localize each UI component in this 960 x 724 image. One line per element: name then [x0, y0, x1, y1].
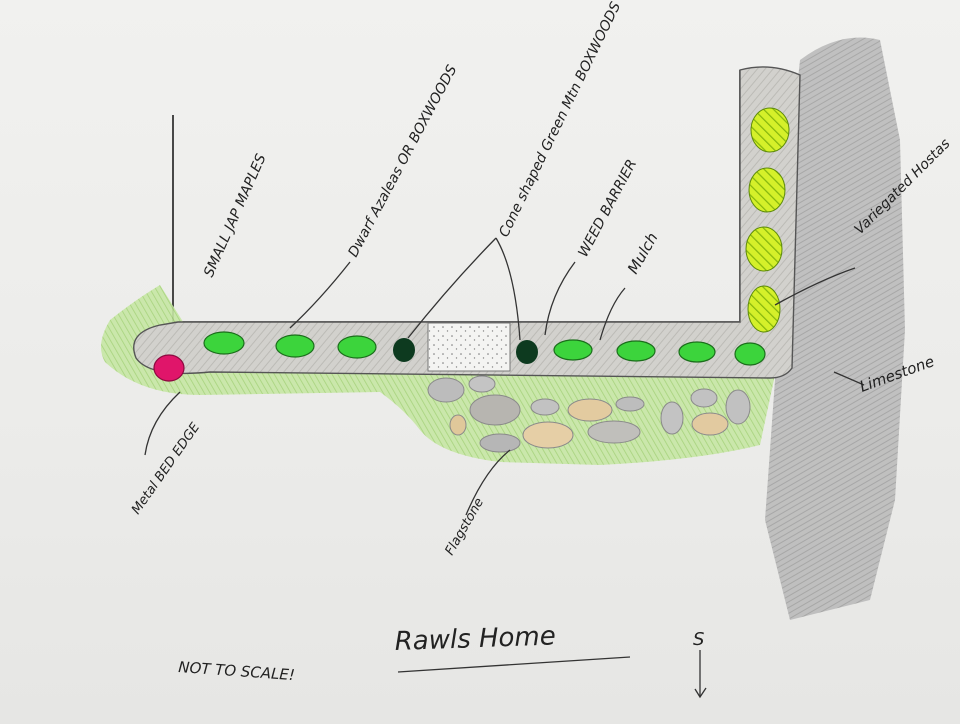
hosta [747, 285, 781, 333]
house-outline [172, 70, 741, 323]
japanese-maple [153, 354, 185, 382]
shrub [734, 342, 766, 366]
flagstone-path [427, 375, 751, 453]
cone-boxwood [393, 338, 415, 362]
shrub [678, 341, 716, 363]
label-not-to-scale: NOT TO SCALE! [178, 658, 296, 684]
limestone-wall [765, 37, 905, 620]
hosta [748, 167, 786, 213]
shrub [553, 339, 593, 361]
hosta-column [745, 107, 790, 333]
shrub [337, 335, 377, 359]
hosta [750, 107, 790, 153]
shrub [203, 331, 245, 355]
cone-boxwood [516, 340, 538, 364]
shrub [616, 340, 656, 362]
shrub [275, 334, 315, 358]
label-mulch: Mulch [624, 230, 662, 277]
weed-barrier-area [427, 322, 511, 372]
label-south: S [693, 629, 704, 650]
label-dwarf-azaleas: Dwarf Azaleas OR BOXWOODS [345, 63, 460, 260]
label-small-jap-maples: SMALL JAP MAPLES [201, 152, 270, 280]
shrub-row [203, 331, 766, 366]
hosta [745, 226, 783, 272]
diagram-title: Rawls Home [394, 621, 556, 657]
label-weed-barrier: WEED BARRIER [575, 157, 640, 260]
garden-bed [133, 66, 801, 379]
leader-lines [144, 237, 865, 699]
label-metal-bed-edge: Metal BED EDGE [129, 420, 204, 518]
label-flagstone: Flagstone [442, 496, 487, 558]
